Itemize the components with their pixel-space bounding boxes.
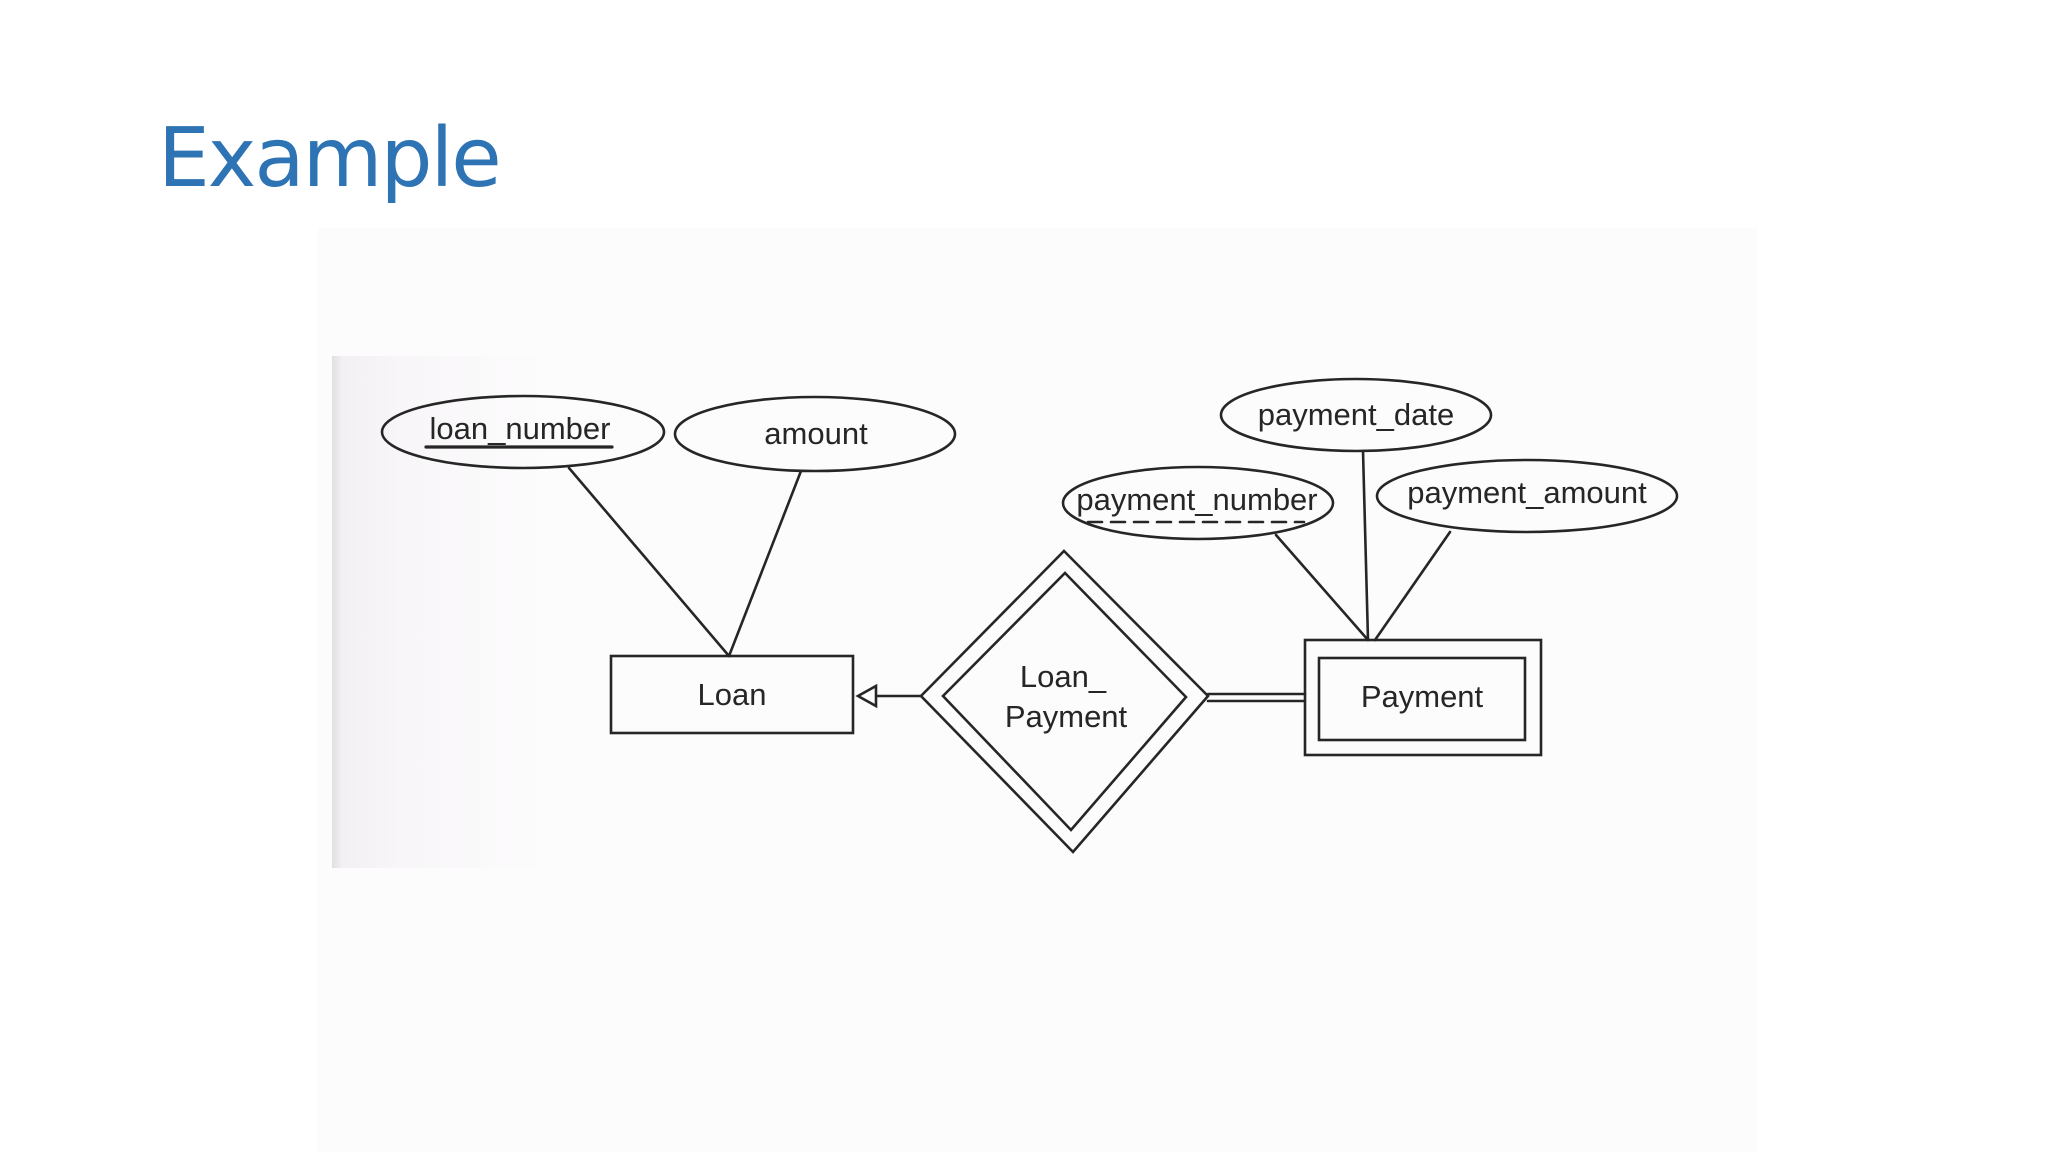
attribute-payment-date: payment_date: [1219, 377, 1493, 453]
relationship-label-line-2: Payment: [1005, 699, 1128, 734]
relationship-label-line-1: Loan_: [1020, 659, 1107, 694]
attribute-payment-amount: payment_amount: [1375, 458, 1679, 534]
connector-amount: [727, 469, 803, 658]
attribute-loan-number: loan_number: [380, 394, 666, 470]
attribute-amount: amount: [673, 395, 957, 473]
attribute-label: payment_number: [1076, 482, 1317, 517]
entity-loan: Loan: [609, 654, 855, 735]
connector-payment-number: [1274, 533, 1370, 642]
entity-label: Loan: [698, 677, 767, 712]
slide-title: Example: [158, 111, 502, 206]
attribute-label: loan_number: [430, 411, 611, 446]
attribute-label: amount: [764, 416, 868, 451]
connector-loan-number: [567, 466, 731, 658]
relationship-loan-payment: Loan_ Payment: [919, 549, 1210, 854]
entity-payment: Payment: [1303, 638, 1543, 757]
scanned-diagram-area: [332, 356, 1736, 868]
attribute-payment-number: payment_number: [1061, 465, 1335, 541]
scan-edge-shadow: [332, 356, 342, 868]
attribute-label: payment_amount: [1407, 475, 1647, 510]
attribute-label: payment_date: [1258, 397, 1454, 432]
connector-payment-date: [1361, 449, 1370, 642]
arrowhead: [855, 683, 878, 709]
entity-label: Payment: [1361, 679, 1484, 714]
connector-payment-amount: [1373, 530, 1452, 642]
